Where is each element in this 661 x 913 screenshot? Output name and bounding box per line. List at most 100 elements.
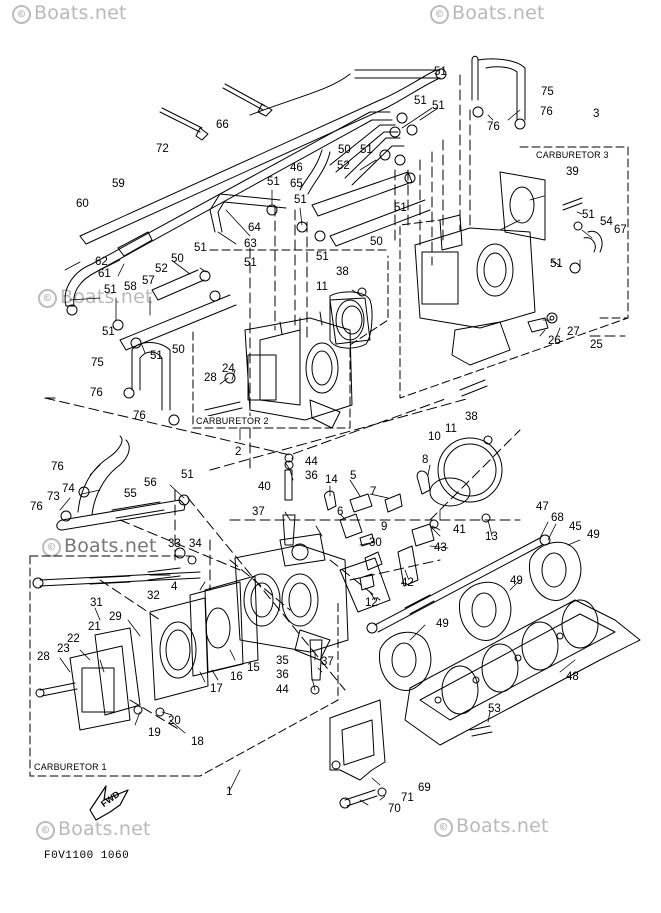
carburetor-1-label: CARBURETOR 1 (32, 762, 109, 772)
callout-12: 12 (365, 597, 378, 609)
callout-51-a: 51 (434, 66, 447, 78)
group-outline-carburetor-3 (399, 146, 629, 399)
callout-52-a: 52 (337, 160, 350, 172)
u-hoses-75-76 (131, 55, 603, 411)
cover-plates-15-16-17 (149, 575, 259, 701)
callout-51-c: 51 (432, 100, 445, 112)
callout-56: 56 (144, 477, 157, 489)
clamps-51 (66, 68, 583, 426)
callout-35: 35 (276, 655, 289, 667)
callout-51-g: 51 (394, 202, 407, 214)
fuel-hoses-upper-52-50 (209, 124, 405, 233)
fwd-arrow (89, 785, 129, 821)
callout-51-o: 51 (582, 209, 595, 221)
callout-53: 53 (488, 703, 501, 715)
callout-76-b: 76 (487, 121, 500, 133)
callout-65: 65 (290, 178, 303, 190)
watermark-middle-left: ©Boats.net (42, 535, 157, 557)
callout-38-upper: 38 (336, 266, 349, 278)
callout-34: 34 (189, 538, 202, 550)
callout-38-lower: 38 (465, 411, 478, 423)
callout-51-l: 51 (102, 326, 115, 338)
callout-19: 19 (148, 727, 161, 739)
callout-leaders (59, 107, 593, 806)
watermark-bottom-left: ©Boats.net (36, 818, 151, 840)
callout-51-e: 51 (267, 176, 280, 188)
callout-20: 20 (168, 715, 181, 727)
callout-25: 25 (590, 339, 603, 351)
callout-3: 3 (593, 108, 599, 120)
callout-18: 18 (191, 736, 204, 748)
callout-50-c: 50 (171, 253, 184, 265)
callout-23: 23 (57, 643, 70, 655)
callout-41: 41 (453, 524, 466, 536)
callout-24: 24 (222, 363, 235, 375)
callout-69: 69 (418, 782, 431, 794)
callout-76-d: 76 (133, 410, 146, 422)
callout-numbers: 1 2 3 4 5 6 7 8 9 10 11 11 12 13 14 15 1… (30, 66, 627, 815)
callout-50-a: 50 (338, 144, 351, 156)
callout-11-lower: 11 (445, 423, 457, 435)
callout-43: 43 (434, 542, 447, 554)
callout-30: 30 (369, 537, 382, 549)
callout-7: 7 (370, 486, 376, 498)
hose-51-cable-72 (159, 83, 273, 141)
hoses-50-52-center (119, 171, 431, 351)
callout-37-upper: 37 (252, 506, 265, 518)
carburetor-3-label: CARBURETOR 3 (534, 150, 611, 160)
callout-51-f: 51 (294, 194, 307, 206)
gasket-11-carb2 (329, 287, 373, 349)
callout-39: 39 (566, 166, 579, 178)
callout-26: 26 (548, 335, 561, 347)
callout-48: 48 (566, 671, 579, 683)
group-outline-carburetor-1 (29, 555, 339, 777)
callout-8: 8 (422, 454, 428, 466)
callout-50-d: 50 (172, 344, 185, 356)
carburetor-3-body (414, 171, 583, 397)
gaskets-49 (378, 541, 582, 692)
callout-76-c: 76 (90, 387, 103, 399)
callout-51-b: 51 (414, 95, 427, 107)
callout-51-n: 51 (550, 258, 563, 270)
callout-51-j: 51 (194, 242, 207, 254)
callout-62: 62 (95, 256, 108, 268)
callout-60: 60 (76, 198, 89, 210)
fuel-hose-57-58 (64, 111, 393, 307)
callout-28-carb1: 28 (37, 651, 50, 663)
fuel-hose-59-60 (79, 69, 441, 245)
callout-1: 1 (226, 786, 232, 798)
group-outline-carburetor-2 (192, 249, 389, 429)
callout-17: 17 (210, 683, 223, 695)
callout-10: 10 (428, 431, 441, 443)
callout-36-lower: 36 (276, 669, 289, 681)
callout-51-m: 51 (150, 350, 163, 362)
callout-44-upper: 44 (305, 456, 318, 468)
callout-46: 46 (290, 162, 303, 174)
callout-67: 67 (614, 224, 627, 236)
callout-32: 32 (147, 590, 160, 602)
watermark-top-left: ©Boats.net (12, 2, 127, 24)
carburetor-2-label: CARBURETOR 2 (194, 416, 271, 426)
callout-49-c: 49 (436, 618, 449, 630)
callout-2: 2 (235, 446, 241, 458)
callout-76-f: 76 (30, 501, 43, 513)
callout-59: 59 (112, 178, 125, 190)
callout-57: 57 (142, 275, 155, 287)
long-dash-leaders (44, 74, 626, 731)
callout-76-e: 76 (51, 461, 64, 473)
callout-40: 40 (258, 481, 271, 493)
bracket-69-70-71 (329, 699, 387, 809)
jet-parts-center (282, 453, 439, 695)
callout-22: 22 (67, 633, 80, 645)
callout-49-a: 49 (587, 529, 600, 541)
callout-45: 45 (569, 521, 582, 533)
carburetor-1-cover-assembly (35, 627, 165, 731)
callout-51-p: 51 (181, 469, 194, 481)
callout-47: 47 (536, 501, 549, 513)
callout-74: 74 (62, 483, 75, 495)
callout-75-upper: 75 (541, 86, 554, 98)
callout-9: 9 (381, 521, 387, 533)
callout-37-lower: 37 (321, 656, 334, 668)
callout-16: 16 (230, 671, 243, 683)
callout-51-i: 51 (316, 251, 329, 263)
